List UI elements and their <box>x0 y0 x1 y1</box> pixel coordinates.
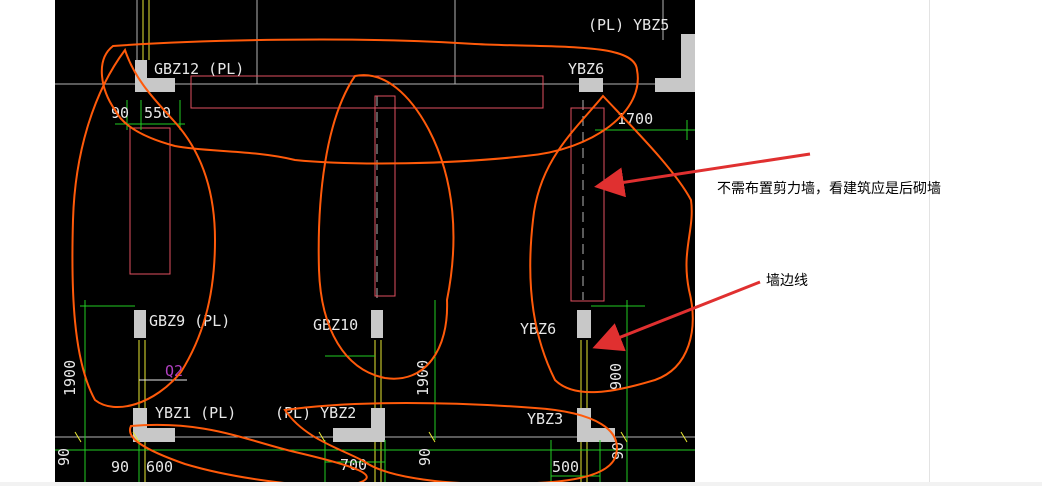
label-gbz12: GBZ12 (PL) <box>154 60 244 78</box>
dim-500: 500 <box>552 458 579 476</box>
dim-90-right: 90 <box>609 442 627 460</box>
label-ybz5: (PL) YBZ5 <box>588 16 669 34</box>
column-ybz1 <box>133 408 175 442</box>
label-ybz6-mid: YBZ6 <box>520 320 556 338</box>
arrow-to-wall <box>594 152 811 198</box>
note-wall-edge-line: 墙边线 <box>766 273 808 289</box>
column-ybz6-top <box>579 78 603 92</box>
panel-divider <box>929 0 930 486</box>
dim-900: 900 <box>607 363 625 390</box>
axis-ticks <box>74 431 688 443</box>
arrow-to-wall-edge <box>592 280 761 352</box>
annotation-panel <box>695 0 1042 486</box>
column-ybz6-mid <box>577 310 591 338</box>
column-gbz12 <box>135 60 175 92</box>
column-labels: (PL) YBZ5 GBZ12 (PL) YBZ6 GBZ9 (PL) GBZ1… <box>149 16 669 428</box>
column-ybz5 <box>655 34 695 92</box>
markup-circles <box>71 38 694 486</box>
label-ybz6-top: YBZ6 <box>568 60 604 78</box>
label-gbz10: GBZ10 <box>313 316 358 334</box>
label-gbz9: GBZ9 (PL) <box>149 312 230 330</box>
cad-drawing-canvas[interactable]: (PL) YBZ5 GBZ12 (PL) YBZ6 GBZ9 (PL) GBZ1… <box>55 0 695 486</box>
note-shear-wall: 不需布置剪力墙，看建筑应是后砌墙 <box>717 181 941 197</box>
column-ybz2 <box>333 408 385 442</box>
dim-550: 550 <box>144 104 171 122</box>
markup-top-loop <box>100 38 639 165</box>
dim-90-bl: 90 <box>55 448 73 466</box>
dim-90-mid: 90 <box>416 448 434 466</box>
markup-bottom-right-loop <box>283 402 618 486</box>
dim-90-top: 90 <box>111 104 129 122</box>
markup-right-loop <box>529 94 694 394</box>
label-ybz1: YBZ1 (PL) <box>155 404 236 422</box>
bottom-strip <box>0 482 1042 486</box>
dim-1700: 1700 <box>617 110 653 128</box>
markup-left-loop <box>71 47 217 409</box>
label-ybz3: YBZ3 <box>527 410 563 428</box>
dimension-texts: 90 550 1700 1900 1900 900 90 90 600 700 … <box>55 104 653 476</box>
dim-1900-left: 1900 <box>61 360 79 396</box>
dim-1900-mid: 1900 <box>414 360 432 396</box>
column-gbz10 <box>371 310 383 338</box>
column-gbz9 <box>134 310 146 338</box>
markup-center-loop <box>317 74 455 380</box>
dim-600: 600 <box>146 458 173 476</box>
dim-90-b: 90 <box>111 458 129 476</box>
